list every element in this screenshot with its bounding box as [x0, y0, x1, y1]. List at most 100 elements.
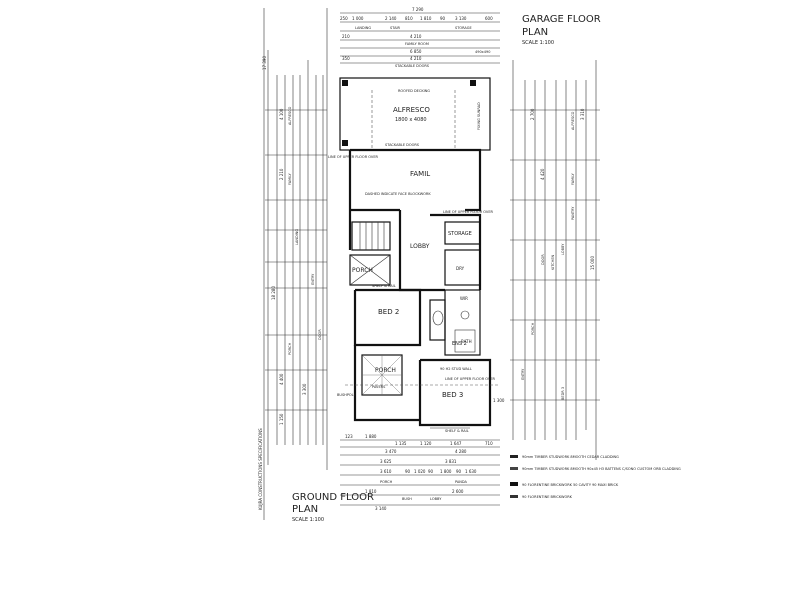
note-bushpole: BUSHPOLE: [337, 393, 356, 397]
dim-top-10: STAIR: [390, 26, 401, 30]
dim-right-9: DOOR: [541, 254, 545, 265]
dim-top-13: 4 210: [410, 34, 422, 39]
note-dashed: DASHED INDICATE FACE BLOCKWORK: [365, 192, 431, 196]
dim-right-1: 2 700: [530, 108, 535, 120]
legend-item-2: 90 FLORENTINE BRICKWORK 50 CAVITY 90 MAX…: [522, 483, 619, 487]
dim-right-0: 15 000: [590, 256, 595, 270]
top-dimensions: 7 290 1 000 2 140 810 1 810 90 3 130 600…: [340, 7, 500, 68]
dim-right-6: PANTRY: [571, 206, 575, 220]
dim-left-10: LANDING: [295, 229, 299, 245]
note-roofed-decking: ROOFED DECKING: [398, 89, 430, 93]
dim-top-12: 210: [342, 34, 350, 39]
dim-left-1: 18 280: [271, 286, 276, 300]
dim-top-1: 1 000: [352, 16, 364, 21]
note-line-upper-2: LINE OF UPPER FLOOR OVER: [443, 210, 494, 214]
dim-top-16: 490x490: [475, 50, 490, 54]
room-alfresco: ALFRESCO: [393, 106, 430, 114]
dim-right-8: KITCHEN: [551, 254, 555, 270]
dim-left-5: 3 300: [302, 383, 307, 395]
room-bed3: BED 3: [442, 391, 463, 399]
legend-item-0: 90mm TIMBER STUDWORK 8MOOTH CEDAR CLADDI…: [522, 455, 619, 459]
dim-top-3: 810: [405, 16, 413, 21]
dim-right-3: 4 420: [540, 168, 545, 180]
dim-left-6: 2 210: [279, 168, 284, 180]
ground-title-line1: GROUND FLOOR: [292, 492, 374, 503]
dim-top-14: FAMILY ROOM: [405, 42, 429, 46]
dim-bottom-21: 3 140: [375, 506, 387, 511]
room-porch-upper: PORCH: [352, 267, 373, 274]
room-porch-lower: PORCH: [375, 367, 396, 374]
wall-legend: 90mm TIMBER STUDWORK 8MOOTH CEDAR CLADDI…: [510, 455, 681, 499]
dim-bottom-6: 3 470: [385, 449, 397, 454]
note-fixing: FIXING SUNRAD: [477, 102, 481, 130]
dim-right-7: LOBBY: [561, 243, 565, 255]
note-stud-wall: 90 H2 STUD WALL: [440, 367, 472, 371]
dim-top-0: 7 290: [412, 7, 424, 12]
dim-top-8: 250: [340, 16, 348, 21]
dim-bottom-0: 123: [345, 434, 353, 439]
ground-title-line2: PLAN: [292, 504, 318, 515]
dim-bottom-19: PORCH: [380, 480, 393, 484]
dim-bottom-10: 3 610: [380, 469, 392, 474]
room-bed2: BED 2: [378, 308, 399, 316]
room-famil: FAMIL: [410, 170, 430, 178]
dim-top-15: 6 850: [410, 49, 422, 54]
note-line-upper-3: LINE OF UPPER FLOOR OVER: [445, 377, 496, 381]
dim-left-9: ALFRESCO: [288, 106, 292, 125]
legend-item-1: 90mm TIMBER STUDWORK 8MOOTH 90x45 H3 BAT…: [522, 467, 681, 471]
garage-title-line2: PLAN: [522, 27, 548, 38]
note-stackable-doors: STACKABLE DOORS: [385, 143, 420, 147]
dim-bottom-17: 1 810: [365, 489, 377, 494]
room-dry: DRY: [456, 266, 465, 271]
dim-top-11: STORAGE: [455, 26, 472, 30]
dim-right-13: 1 300: [493, 398, 505, 403]
dim-left-11: ENTRY: [311, 273, 315, 285]
room-storage: STORAGE: [448, 231, 472, 237]
dim-bottom-8: 3 625: [380, 459, 392, 464]
dim-bottom-18: 2 600: [452, 489, 464, 494]
dim-right-10: PORCH: [531, 322, 535, 335]
dim-left-4: 1 150: [279, 413, 284, 425]
dim-top-2: 2 140: [385, 16, 397, 21]
dim-left-0: 17 390: [262, 56, 267, 70]
dim-top-5: 90: [440, 16, 446, 21]
dim-bottom-13: 90: [428, 469, 434, 474]
dim-bottom-15: 90: [456, 469, 462, 474]
dim-top-17: 4 210: [410, 56, 422, 61]
plan-notes: ROOFED DECKING STACKABLE DOORS LINE OF U…: [328, 89, 496, 433]
note-pavers: PAVERS: [372, 385, 386, 389]
room-alfresco-dims: 1800 x 4080: [395, 117, 427, 123]
dim-bottom-4: 1 647: [450, 441, 462, 446]
dim-bottom-12: 1 020: [414, 469, 426, 474]
note-line-upper: LINE OF UPPER FLOOR OVER: [328, 155, 379, 159]
room-wir: WIR: [460, 296, 468, 301]
dim-bottom-20: PANDA: [455, 480, 468, 484]
dim-left-3: 4 400: [279, 373, 284, 385]
note-shelf-rail-2: SHELF & RAIL: [445, 429, 469, 433]
dim-bottom-14: 1 800: [440, 469, 452, 474]
dim-bottom-9: 3 831: [445, 459, 457, 464]
room-ens: ENS 2: [452, 341, 467, 347]
dim-top-4: 1 810: [420, 16, 432, 21]
left-dimensions: 17 390 18 280 4 100 4 400 1 150 3 300 2 …: [262, 50, 327, 465]
dim-right-11: BEDR 3: [561, 387, 565, 400]
garage-title: GARAGE FLOOR PLAN SCALE 1:100: [522, 14, 601, 46]
dim-bottom-22: BUSH: [402, 497, 412, 501]
note-shelf-rail: SHELF & RAIL: [372, 284, 396, 288]
dim-top-9: LANDING: [355, 26, 371, 30]
dim-right-2: 3 310: [580, 108, 585, 120]
dim-top-19: 350: [342, 56, 350, 61]
dim-left-2: 4 100: [279, 108, 284, 120]
plan-walls: [339, 77, 500, 429]
dim-left-12: DOOR: [318, 329, 322, 340]
right-dimensions: 15 000 2 700 3 310 4 420 ALFRESCO FAMILY…: [493, 60, 600, 460]
dim-left-7: PORCH: [288, 342, 292, 355]
bottom-dimensions: 123 1 880 1 135 1 120 1 647 710 3 470 4 …: [340, 434, 500, 511]
dim-right-4: ALFRESCO: [571, 111, 575, 130]
dim-bottom-11: 90: [405, 469, 411, 474]
dim-bottom-23: LOBBY: [430, 497, 442, 501]
dim-bottom-1: 1 880: [365, 434, 377, 439]
dim-left-8: FAMILY: [288, 172, 292, 185]
dim-bottom-2: 1 135: [395, 441, 407, 446]
